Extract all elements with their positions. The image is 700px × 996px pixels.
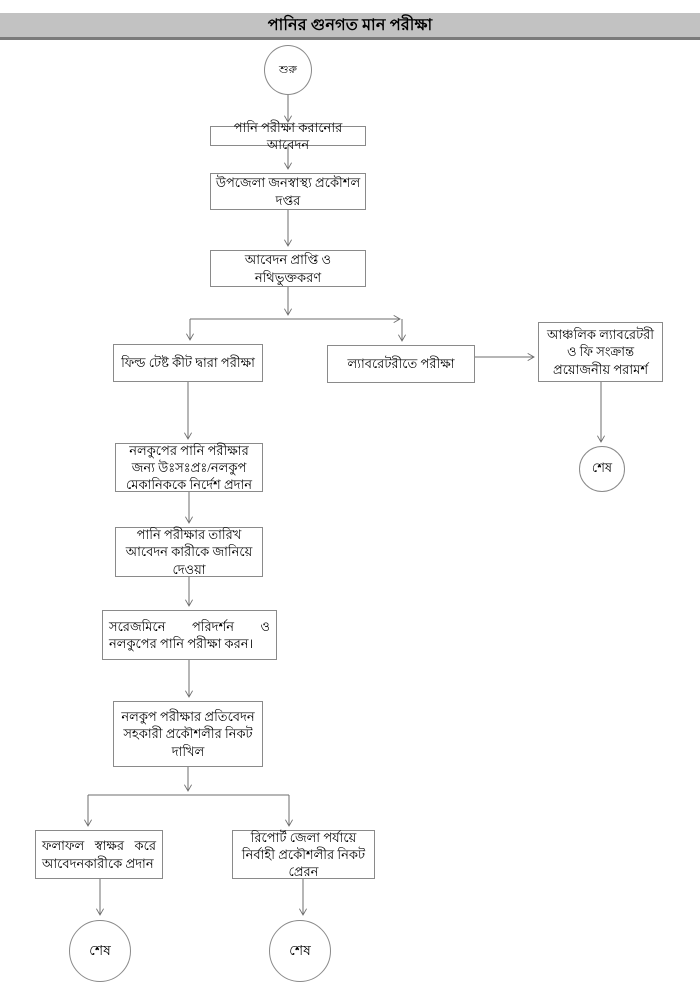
start-terminal-label: শুরু xyxy=(279,63,297,76)
node-inspect-box: সরেজমিনে পরিদর্শন ও নলকুপের পানি পরীক্ষা… xyxy=(102,610,277,660)
start-terminal: শুরু xyxy=(264,45,312,95)
page-title: পানির গুনগত মান পরীক্ষা xyxy=(267,16,433,34)
end-terminal-lab: শেষ xyxy=(579,446,625,492)
node-apply-label: পানি পরীক্ষা করানোর আবেদন xyxy=(233,119,343,152)
node-instruct-label: নলকুপের পানি পরীক্ষার জন্য উঃসঃপ্রঃ/নলকু… xyxy=(125,442,253,493)
node-result-label: ফলাফল স্বাক্ষর করে আবেদনকারীকে প্রদান xyxy=(42,838,156,871)
node-instruct-box: নলকুপের পানি পরীক্ষার জন্য উঃসঃপ্রঃ/নলকু… xyxy=(115,443,263,492)
node-office-box: উপজেলা জনস্বাস্থ্য প্রকৌশল দপ্তর xyxy=(210,173,366,210)
end-terminal-result: শেষ xyxy=(69,920,131,982)
node-report-label: নলকুপ পরীক্ষার প্রতিবেদন সহকারী প্রকৌশলী… xyxy=(121,709,255,759)
node-inform-date-label: পানি পরীক্ষার তারিখ আবেদন কারীকে জানিয়ে… xyxy=(125,527,253,577)
node-lab-advice-label: আঞ্চলিক ল্যাবরেটরী ও ফি সংক্রান্ত প্রয়ো… xyxy=(546,327,655,377)
node-lab-advice-box: আঞ্চলিক ল্যাবরেটরী ও ফি সংক্রান্ত প্রয়ো… xyxy=(538,322,663,382)
end-terminal-report: শেষ xyxy=(269,920,331,982)
node-inform-date-box: পানি পরীক্ষার তারিখ আবেদন কারীকে জানিয়ে… xyxy=(115,527,263,577)
end-terminal-result-label: শেষ xyxy=(89,944,111,959)
node-apply-box: পানি পরীক্ষা করানোর আবেদন xyxy=(210,120,366,152)
node-field-test-box: ফিল্ড টেষ্ট কীট দ্বারা পরীক্ষা xyxy=(113,344,263,382)
node-field-test-label: ফিল্ড টেষ্ট কীট দ্বারা পরীক্ষা xyxy=(121,355,255,371)
node-receive-box: আবেদন প্রাপ্তি ও নথিভুক্তকরণ xyxy=(210,250,366,287)
end-terminal-report-label: শেষ xyxy=(289,944,311,959)
node-office-label: উপজেলা জনস্বাস্থ্য প্রকৌশল দপ্তর xyxy=(215,175,361,208)
title-bar: পানির গুনগত মান পরীক্ষা xyxy=(0,13,700,40)
node-inspect-label: সরেজমিনে পরিদর্শন ও নলকুপের পানি পরীক্ষা… xyxy=(109,618,270,651)
node-report-box: নলকুপ পরীক্ষার প্রতিবেদন সহকারী প্রকৌশলী… xyxy=(113,701,263,767)
end-terminal-lab-label: শেষ xyxy=(591,459,613,475)
node-result-box: ফলাফল স্বাক্ষর করে আবেদনকারীকে প্রদান xyxy=(35,830,163,879)
node-receive-label: আবেদন প্রাপ্তি ও নথিভুক্তকরণ xyxy=(244,252,332,285)
node-lab-test-label: ল্যাবরেটরীতে পরীক্ষা xyxy=(347,356,455,372)
node-send-report-box: রিপোর্ট জেলা পর্যায়ে নির্বাহী প্রকৌশলীর… xyxy=(232,830,375,879)
node-send-report-label: রিপোর্ট জেলা পর্যায়ে নির্বাহী প্রকৌশলীর… xyxy=(241,829,366,880)
node-lab-test-box: ল্যাবরেটরীতে পরীক্ষা xyxy=(327,345,475,383)
